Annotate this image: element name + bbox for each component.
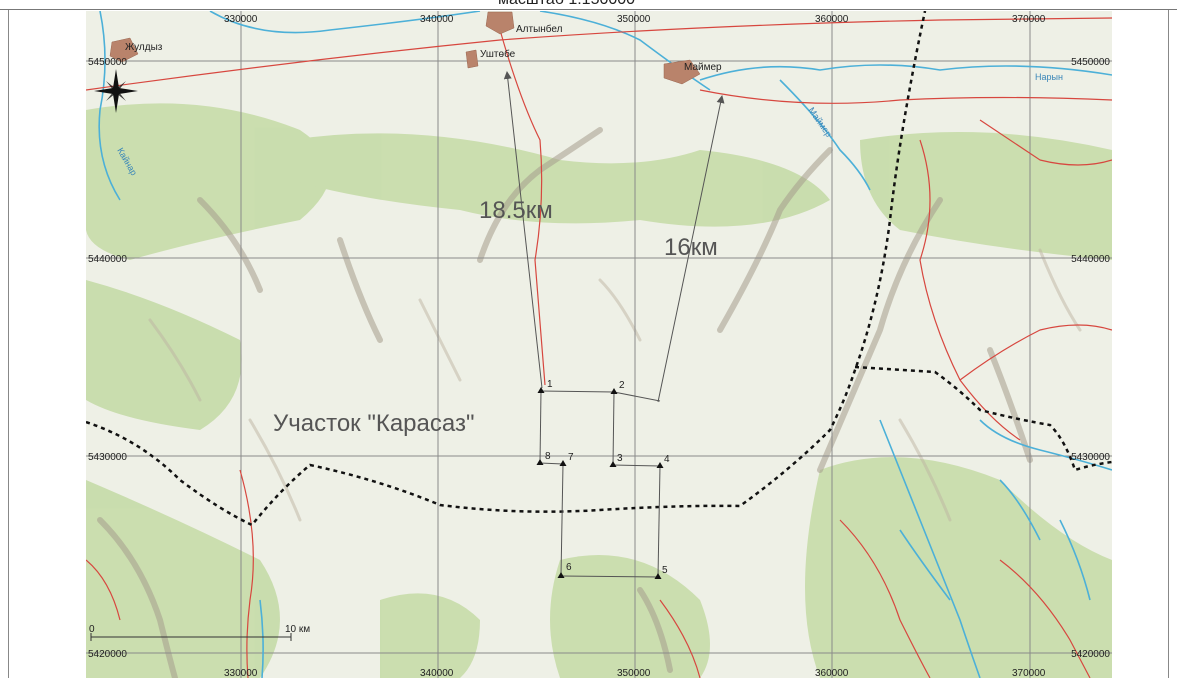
point-label: 4 xyxy=(664,454,670,465)
distance-label-2: 16км xyxy=(664,234,718,261)
grid-x-label-bottom: 340000 xyxy=(420,668,454,678)
vertex-8 xyxy=(536,459,544,465)
terrain-ridges xyxy=(97,127,1033,678)
point-label: 6 xyxy=(566,562,572,573)
grid-y-label-left: 5430000 xyxy=(88,452,127,463)
distance-line-2 xyxy=(657,95,725,403)
grid-y-label-left: 5420000 xyxy=(88,649,127,660)
grid-x-label-bottom: 370000 xyxy=(1012,668,1046,678)
area-vertices xyxy=(536,387,664,579)
area-polygon xyxy=(539,390,661,578)
coordinate-grid xyxy=(86,11,1112,678)
point-label: 7 xyxy=(568,452,574,463)
settlement-ushtobe xyxy=(465,49,479,69)
frame-top-line xyxy=(0,9,1177,10)
grid-x-label-top: 370000 xyxy=(1012,14,1046,25)
vertex-7 xyxy=(559,460,567,466)
vertex-5 xyxy=(654,573,662,579)
grid-y-label-right: 5440000 xyxy=(1071,254,1110,265)
scale-bar xyxy=(90,633,292,641)
north-arrow-star-icon xyxy=(94,69,138,113)
vertex-4 xyxy=(656,462,664,468)
point-label: 3 xyxy=(617,453,623,464)
grid-x-label-bottom: 350000 xyxy=(617,668,651,678)
grid-y-label-left: 5440000 xyxy=(88,254,127,265)
grid-x-label-bottom: 330000 xyxy=(224,668,258,678)
grid-x-label-top: 360000 xyxy=(815,14,849,25)
grid-y-label-right: 5450000 xyxy=(1071,57,1110,68)
distance-lines xyxy=(503,71,725,403)
map-frame xyxy=(8,10,1169,678)
grid-x-label-bottom: 360000 xyxy=(815,668,849,678)
settlement-zhuldyz xyxy=(109,37,139,63)
vertex-6 xyxy=(557,572,565,578)
grid-x-label-top: 330000 xyxy=(224,14,258,25)
boundaries xyxy=(86,11,1112,527)
grid-y-label-right: 5420000 xyxy=(1071,649,1110,660)
river-label-naryn: Нарын xyxy=(1035,72,1063,82)
settlements xyxy=(109,11,701,85)
settlement-altynbel xyxy=(485,11,515,35)
distance-label-1: 18.5км xyxy=(479,197,553,224)
vertex-2 xyxy=(610,388,618,394)
vertex-3 xyxy=(609,461,617,467)
settlement-maymer xyxy=(663,59,701,85)
map-scale-title: масштаб 1:150000 xyxy=(0,0,1155,9)
area-name-label: Участок "Карасаз" xyxy=(273,410,474,437)
place-label-zhuldyz: Жулдыз xyxy=(125,42,163,53)
point-label: 8 xyxy=(545,451,551,462)
vertex-1 xyxy=(537,387,545,393)
grid-y-label-left: 5450000 xyxy=(88,57,127,68)
vegetation-areas xyxy=(86,103,1112,678)
rivers xyxy=(98,11,1112,678)
place-label-altynbel: Алтынбел xyxy=(516,23,563,35)
point-label: 2 xyxy=(619,380,625,391)
grid-y-label-right: 5430000 xyxy=(1071,452,1110,463)
place-label-maymer: Маймер xyxy=(684,62,722,73)
grid-x-label-top: 350000 xyxy=(617,14,651,25)
point-label: 1 xyxy=(547,379,553,390)
point-label: 5 xyxy=(662,565,668,576)
distance-line-1 xyxy=(503,71,543,389)
scale-bar-end-label: 10 км xyxy=(285,624,310,635)
grid-x-label-top: 340000 xyxy=(420,14,454,25)
scale-bar-start-label: 0 xyxy=(89,624,95,635)
place-label-ushtobe: Уштөбе xyxy=(480,48,516,60)
